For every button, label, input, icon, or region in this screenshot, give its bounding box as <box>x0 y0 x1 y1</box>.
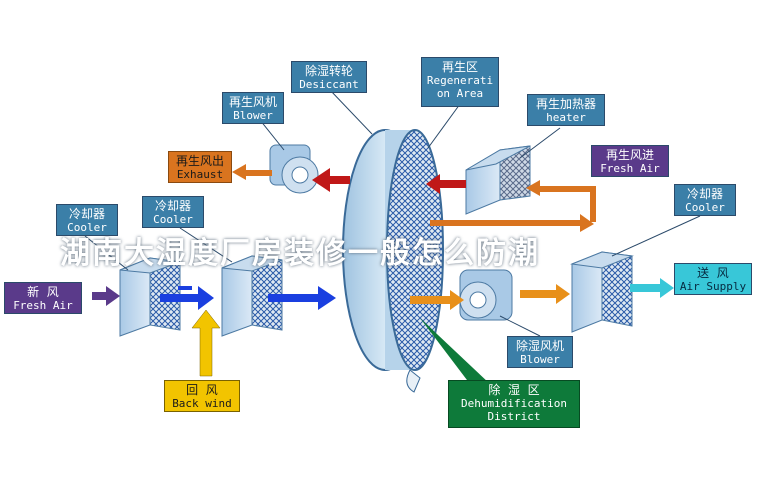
exhaust-label: 再生风出 Exhaust <box>168 151 232 183</box>
cooler-3-unit <box>570 251 634 333</box>
cooler-2-unit <box>221 255 283 337</box>
dehumidification-label: 除 湿 区 Dehumidification District <box>448 380 580 428</box>
regeneration-area-label: 再生区 Regenerati on Area <box>421 57 499 107</box>
regen-fresh-air-label: 再生风进 Fresh Air <box>591 145 669 177</box>
dehumidification-pointer <box>420 318 490 384</box>
process-blower-label: 除湿风机 Blower <box>507 336 573 368</box>
regen-heater-label: 再生加热器 heater <box>527 94 605 126</box>
regen-air-arrows <box>232 164 596 232</box>
supply-air-arrow <box>630 278 674 298</box>
dry-air-arrows <box>410 284 570 310</box>
cooler-2-label: 冷却器 Cooler <box>142 196 204 228</box>
fresh-air-arrow <box>92 286 120 306</box>
back-wind-label: 回 风 Back wind <box>164 380 240 412</box>
process-air-arrows <box>160 286 336 310</box>
process-blower-unit <box>459 269 513 321</box>
air-supply-label: 送 风 Air Supply <box>674 263 752 295</box>
regen-heater-unit <box>465 145 531 215</box>
return-air-arrow <box>191 309 221 377</box>
fresh-air-label: 新 风 Fresh Air <box>4 282 82 314</box>
cooler-3-label: 冷却器 Cooler <box>674 184 736 216</box>
desiccant-label: 除湿转轮 Desiccant <box>291 61 367 93</box>
cooler-1-label: 冷却器 Cooler <box>56 204 118 236</box>
leader-lines <box>84 89 701 337</box>
regen-blower-unit <box>269 144 319 194</box>
regen-blower-label: 再生风机 Blower <box>222 92 284 124</box>
overlay-banner-text: 湖南大湿度厂房装修一般怎么防潮 <box>60 236 540 271</box>
desiccant-wheel <box>342 129 444 393</box>
cooler-1-unit <box>119 257 181 337</box>
